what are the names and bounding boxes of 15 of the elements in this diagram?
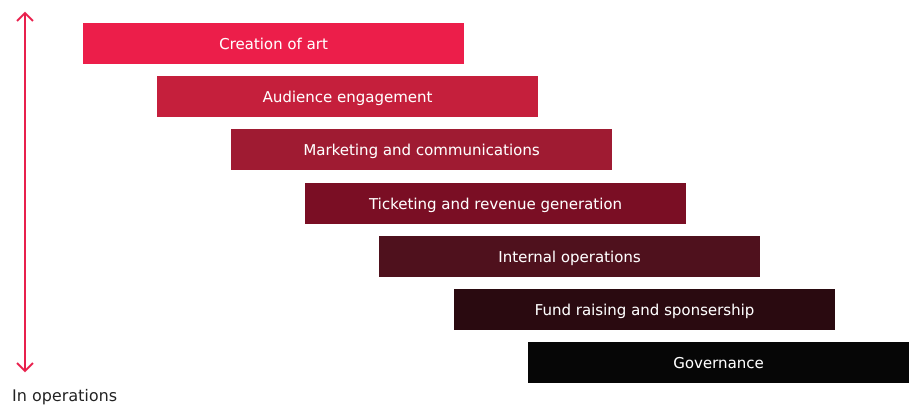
stage-label: Fund raising and sponsership [534, 300, 754, 318]
stage-label: Ticketing and revenue generation [368, 194, 622, 212]
stage-bar [231, 129, 612, 170]
stage-label: Governance [673, 354, 764, 372]
stage-bar [157, 76, 538, 117]
stage-bar [305, 183, 686, 224]
stage-label: Audience engagement [262, 88, 432, 106]
stage-bar [454, 289, 835, 330]
stage-label: Internal operations [498, 248, 641, 266]
stage-bar [83, 23, 464, 64]
stage-label: Creation of art [219, 34, 328, 52]
axis-label: In operations [12, 386, 118, 405]
stage-label: Marketing and communications [303, 140, 540, 158]
stage-bar [379, 236, 760, 277]
stage-bar [528, 342, 909, 383]
